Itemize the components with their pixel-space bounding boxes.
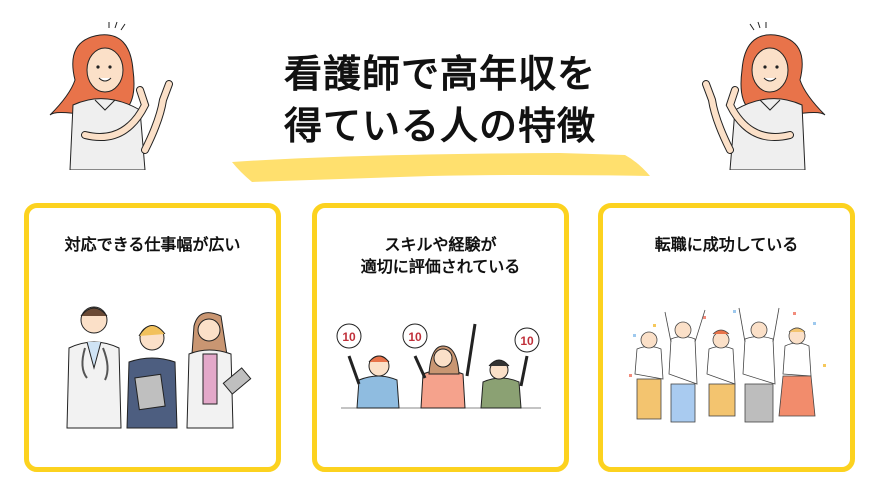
medical-staff-group-illustration: [39, 298, 266, 442]
feature-card-skills-evaluated: スキルや経験が 適切に評価されている 10 10 10: [312, 203, 569, 472]
title-line-2: 得ている人の特徴: [283, 104, 596, 148]
page-title: 看護師で高年収を 得ている人の特徴: [230, 48, 650, 152]
card-heading: スキルや経験が 適切に評価されている: [360, 235, 521, 276]
celebrating-people-illustration: [613, 304, 840, 428]
card-heading: 転職に成功している: [654, 235, 799, 254]
highlight-underline: [232, 153, 650, 182]
feature-card-wide-scope: 対応できる仕事幅が広い: [24, 203, 281, 472]
judges-score-10-illustration: 10 10 10: [327, 316, 554, 420]
feature-card-job-change-success: 転職に成功している: [598, 203, 855, 472]
svg-text:10: 10: [342, 330, 356, 344]
svg-text:10: 10: [408, 330, 422, 344]
svg-text:10: 10: [520, 334, 534, 348]
nurse-pointing-illustration-left: [45, 10, 185, 171]
title-line-1: 看護師で高年収を: [283, 52, 596, 96]
nurse-pointing-illustration-right: [690, 10, 830, 171]
card-heading: 対応できる仕事幅が広い: [64, 235, 241, 254]
